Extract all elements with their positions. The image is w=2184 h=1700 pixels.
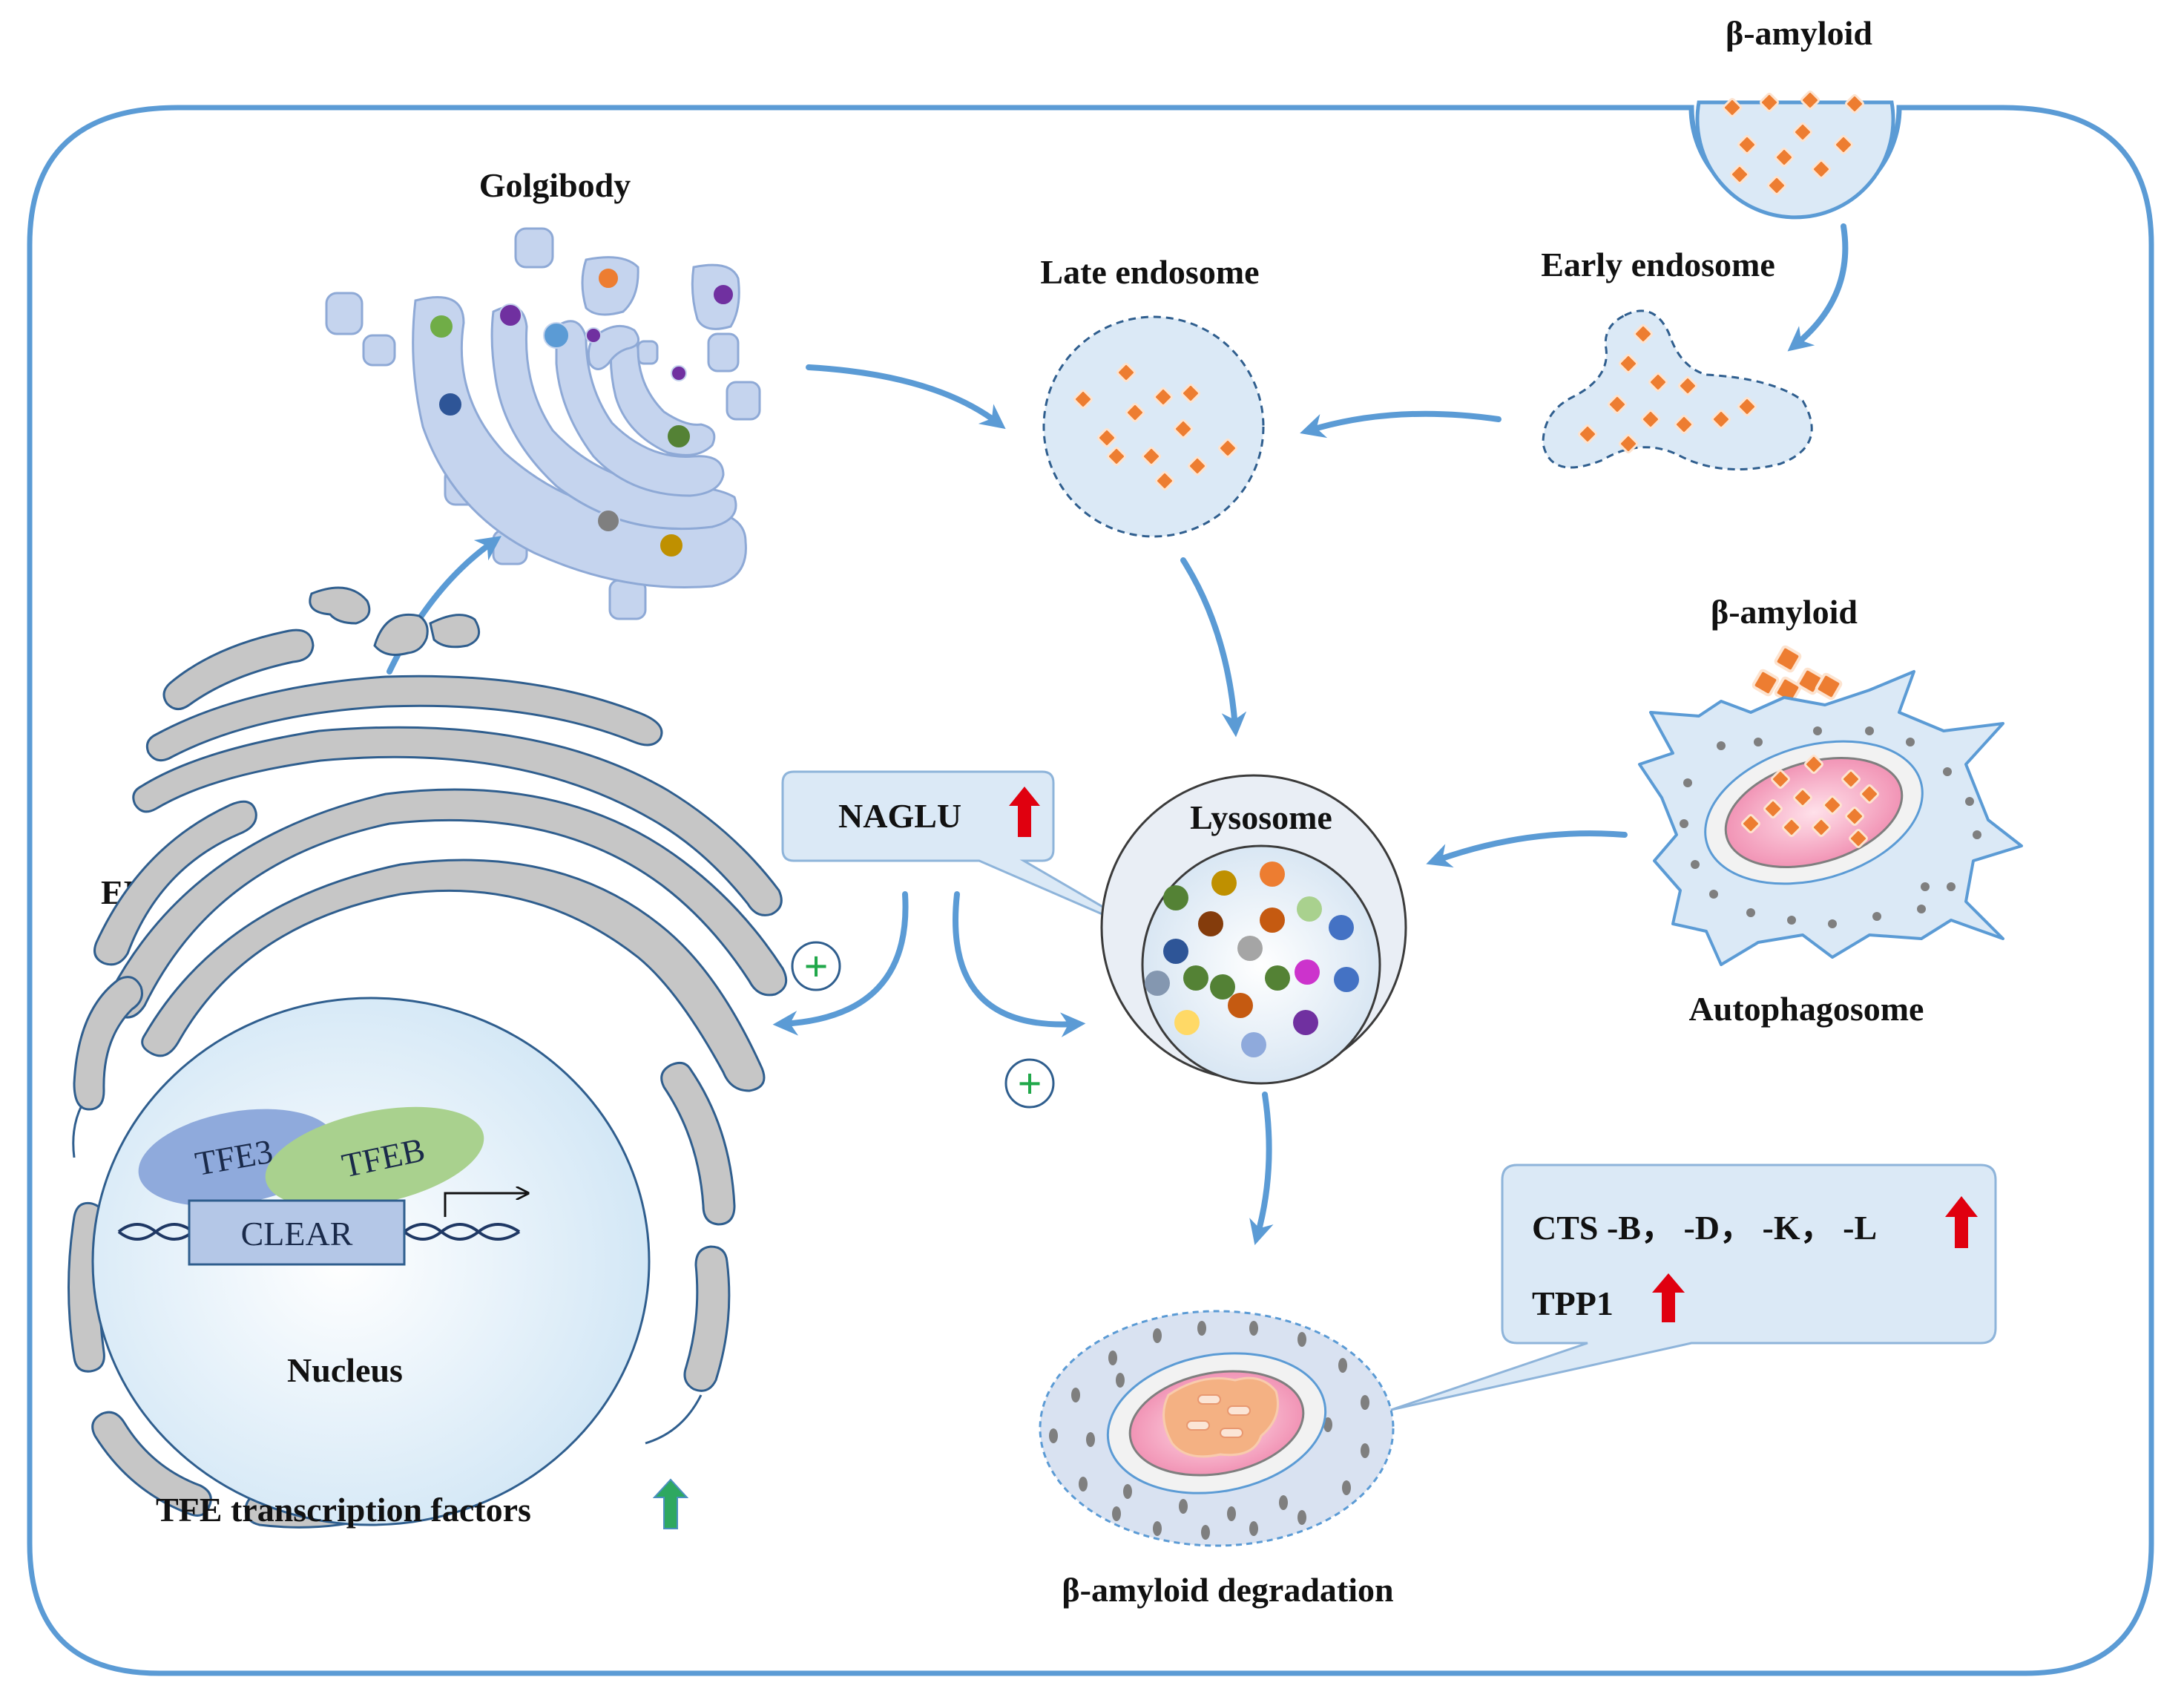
- lysosome-enzyme-dot: [1163, 885, 1188, 910]
- dna-strand: [117, 1223, 521, 1241]
- clear-label: CLEAR: [241, 1215, 353, 1253]
- golgi-vesicles: [429, 267, 734, 558]
- lysosome-enzyme-dot: [1241, 1032, 1266, 1057]
- nucleus-label: Nucleus: [287, 1351, 403, 1389]
- lysosome-enzyme-dot: [1295, 959, 1320, 985]
- cts-label: CTS -B， -D， -K， -L: [1532, 1209, 1877, 1247]
- naglu-label: NAGLU: [838, 797, 961, 835]
- late-endosome: [1042, 315, 1265, 538]
- lysosome-enzyme-dot: [1228, 993, 1253, 1018]
- beta-amyloid-vesicle-top: [1695, 89, 1895, 220]
- lysosome-enzymes: [1145, 862, 1359, 1057]
- golgibody-label: Golgibody: [479, 166, 631, 204]
- plus-icon-right: +: [1004, 1058, 1055, 1109]
- lysosome-enzyme-dot: [1260, 862, 1285, 887]
- lysosome-enzyme-dot: [1174, 1010, 1200, 1035]
- lysosome-enzyme-dot: [1210, 974, 1235, 1000]
- up-arrow-red-icon: [1652, 1273, 1685, 1322]
- autophagosome: [1638, 670, 2023, 966]
- early-endosome-label: Early endosome: [1541, 246, 1775, 283]
- nucleus: TFE3 TFEB CLEAR Nucleus: [91, 997, 651, 1526]
- lysosome-enzyme-dot: [1329, 915, 1354, 940]
- autophagosome-label: Autophagosome: [1689, 990, 1924, 1028]
- lysosome-enzyme-dot: [1163, 939, 1188, 964]
- svg-text:+: +: [803, 942, 828, 991]
- clear-element: [188, 1199, 406, 1266]
- plus-icon-left: +: [791, 941, 841, 991]
- beta-amyloid-top-label: β-amyloid: [1726, 14, 1872, 52]
- up-arrow-red-icon: [1009, 787, 1040, 837]
- cts-tpp1-callout: CTS -B， -D， -K， -L TPP1: [1390, 1164, 1997, 1411]
- lysosome-enzyme-dot: [1334, 967, 1359, 992]
- lysosome-label: Lysosome: [1190, 798, 1332, 836]
- beta-amyloid-right-label: β-amyloid: [1711, 593, 1858, 631]
- pathway-arrows: [387, 223, 1849, 1245]
- lysosome-enzyme-dot: [1211, 870, 1237, 896]
- degradation-vesicle: [1039, 1310, 1395, 1547]
- lysosome-enzyme-dot: [1183, 965, 1208, 991]
- lysosome-enzyme-dot: [1293, 1010, 1318, 1035]
- tfeb-protein: [265, 1106, 484, 1209]
- lysosome: Lysosome: [1100, 774, 1407, 1085]
- transcription-arrow: [444, 1193, 527, 1217]
- early-endosome: [1542, 309, 1813, 471]
- degradation-label: β-amyloid degradation: [1062, 1571, 1393, 1609]
- up-arrow-green-icon: [652, 1478, 689, 1529]
- lysosome-enzyme-dot: [1145, 971, 1170, 996]
- tfe-factors-label: TFE transcription factors: [156, 1491, 531, 1529]
- tpp1-label: TPP1: [1532, 1284, 1614, 1322]
- late-endosome-label: Late endosome: [1040, 253, 1259, 291]
- lysosome-enzyme-dot: [1265, 965, 1290, 991]
- lysosome-enzyme-dot: [1260, 908, 1285, 933]
- up-arrow-red-icon: [1945, 1196, 1978, 1248]
- lysosome-enzyme-dot: [1237, 936, 1263, 961]
- lysosome-enzyme-dot: [1297, 896, 1322, 922]
- naglu-callout: NAGLU: [781, 770, 1154, 938]
- svg-text:+: +: [1017, 1060, 1042, 1108]
- lysosome-enzyme-dot: [1198, 911, 1223, 936]
